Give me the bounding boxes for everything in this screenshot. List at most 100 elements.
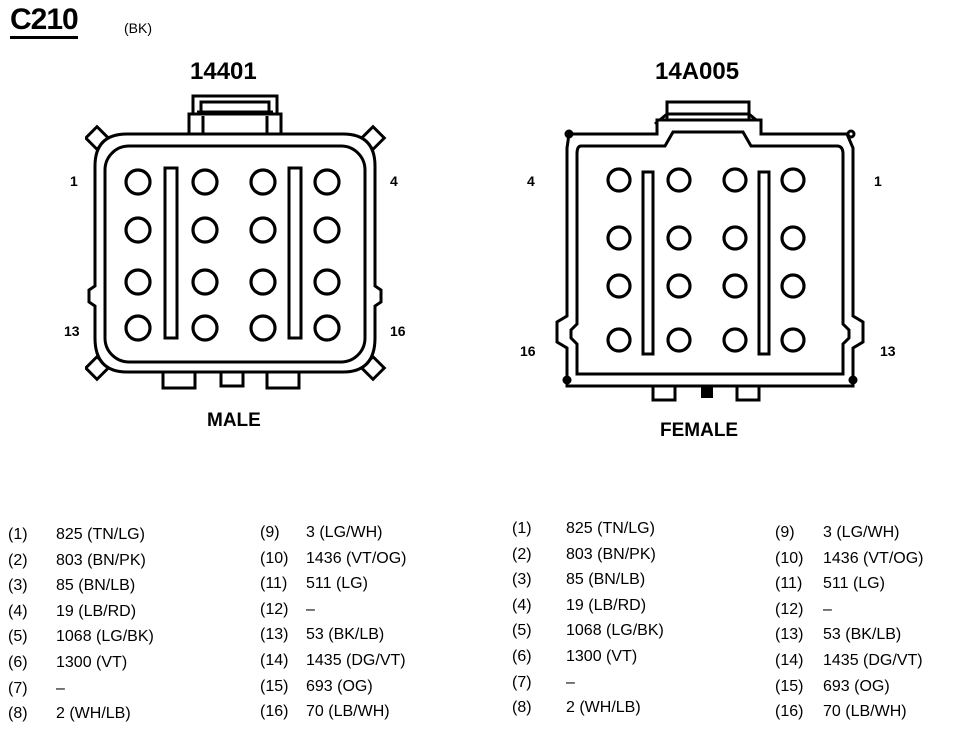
pin-row: (13) 53 (BK/LB) — [775, 622, 923, 648]
pin-number: (14) — [260, 651, 289, 669]
pin-row: (2)803 (BN/PK) — [8, 548, 154, 574]
pin-row: (1) 825 (TN/LG) — [512, 516, 664, 542]
pin-number: (7) — [8, 679, 28, 697]
pin-number: (12) — [260, 600, 289, 618]
pin-number: (6) — [512, 647, 532, 665]
pin-row: (7) – — [8, 676, 154, 702]
circuit-label: 803 (BN/PK) — [56, 551, 146, 569]
pin-number: (15) — [775, 677, 804, 695]
pin-row: (6) 1300 (VT) — [8, 650, 154, 676]
pin-number: (11) — [775, 575, 803, 593]
circuit-label: 1300 (VT) — [56, 653, 128, 671]
pin-number: (16) — [260, 703, 289, 721]
circuit-label: 825 (TN/LG) — [56, 526, 145, 543]
pin-number: (3) — [512, 571, 532, 589]
circuit-label: 2 (WH/LB) — [56, 705, 131, 723]
pin-row: (16) 70 (LB/WH) — [260, 699, 406, 725]
circuit-label: 1436 (VT/OG) — [306, 549, 407, 567]
pin-row: (8) 2 (WH/LB) — [512, 695, 664, 721]
pin-row: (6) 1300 (VT) — [512, 644, 664, 670]
pin-row: (11) 511 (LG) — [260, 571, 406, 597]
pin-row: (11)511 (LG) — [775, 571, 923, 597]
pin-row: (9)3 (LG/WH) — [260, 520, 406, 546]
pin-number: (5) — [8, 628, 28, 646]
pin-number: (10) — [260, 549, 289, 567]
pin-number: (8) — [8, 705, 28, 723]
pin-number: (8) — [512, 699, 532, 717]
pin-row: (4)19 (LB/RD) — [512, 593, 664, 619]
pin-row: (7) – — [512, 670, 664, 696]
pin-number: (13) — [775, 626, 804, 644]
female-part-number: 14A005 — [655, 58, 740, 85]
female-corner-label-top-left: 4 — [527, 173, 535, 189]
circuit-label: 70 (LB/WH) — [823, 703, 907, 721]
pin-number: (1) — [8, 526, 28, 543]
female-pin-list-right: (9) 3 (LG/WH) (10) 1436 (VT/OG) (11)511 (L… — [775, 520, 923, 725]
pin-number: (4) — [8, 602, 28, 620]
circuit-label: 85 (BN/LB) — [566, 571, 646, 589]
circuit-label: 693 (OG) — [823, 677, 890, 695]
circuit-label: 2 (WH/LB) — [566, 699, 641, 717]
pin-number: (9) — [260, 524, 280, 541]
pin-row: (16) 70 (LB/WH) — [775, 699, 923, 725]
pin-number: (6) — [8, 653, 28, 671]
circuit-label: 3 (LG/WH) — [823, 524, 900, 541]
pin-row: (4) 19 (LB/RD) — [8, 599, 154, 625]
circuit-label: 53 (BK/LB) — [823, 626, 902, 644]
pin-number: (9) — [775, 524, 795, 541]
pin-number: (15) — [260, 677, 289, 695]
circuit-label: 19 (LB/RD) — [56, 602, 137, 620]
circuit-label: – — [823, 600, 832, 618]
circuit-label: 53 (BK/LB) — [306, 626, 385, 644]
pin-number: (10) — [775, 549, 804, 567]
male-pin-list-left: (1)825 (TN/LG) (2)803 (BN/PK) (3)85 (BN/… — [8, 522, 154, 727]
male-corner-label-top-right: 4 — [390, 173, 398, 189]
pin-row: (14) 1435 (DG/VT) — [775, 648, 923, 674]
pin-row: (10) 1436 (VT/OG) — [260, 546, 406, 572]
pin-row: (1) 825 (TN/LG) — [8, 522, 154, 548]
connector-color-code: (BK) — [124, 20, 152, 36]
circuit-label: 693 (OG) — [306, 677, 373, 695]
pin-number: (2) — [512, 545, 532, 563]
pin-row: (15) 693 (OG) — [775, 674, 923, 700]
pin-row: (5) 1068 (LG/BK) — [512, 618, 664, 644]
pin-row: (15) 693 (OG) — [260, 674, 406, 700]
female-label: FEMALE — [660, 420, 739, 441]
circuit-label: 85 (BN/LB) — [56, 577, 136, 595]
circuit-label: – — [306, 600, 315, 618]
circuit-label: 1435 (DG/VT) — [823, 651, 923, 669]
circuit-label: 1436 (VT/OG) — [823, 549, 924, 567]
pin-row: (9) 3 (LG/WH) — [775, 520, 923, 546]
pin-row: (10) 1436 (VT/OG) — [775, 546, 923, 572]
circuit-label: – — [56, 679, 65, 697]
circuit-label: 1300 (VT) — [566, 647, 638, 665]
pin-row: (12)– — [260, 597, 406, 623]
circuit-label: 825 (TN/LG) — [566, 520, 655, 537]
circuit-label: – — [566, 673, 575, 691]
female-connector-face — [555, 100, 865, 402]
pin-number: (12) — [775, 600, 804, 618]
pin-row: (3) 85 (BN/LB) — [512, 567, 664, 593]
circuit-label: 70 (LB/WH) — [306, 703, 390, 721]
pin-number: (7) — [512, 673, 532, 691]
male-label: MALE — [207, 410, 261, 431]
circuit-label: 511 (LG) — [306, 575, 368, 593]
circuit-label: 1068 (LG/BK) — [566, 622, 664, 640]
pin-row: (5)1068 (LG/BK) — [8, 624, 154, 650]
circuit-label: 1435 (DG/VT) — [306, 651, 406, 669]
pin-row: (12) – — [775, 597, 923, 623]
male-connector-face — [85, 94, 387, 390]
pin-number: (16) — [775, 703, 804, 721]
pin-number: (1) — [512, 520, 532, 537]
male-corner-label-bottom-right: 16 — [390, 323, 406, 339]
male-pin-list-right: (9)3 (LG/WH) (10) 1436 (VT/OG) (11) 511 (L… — [260, 520, 406, 725]
female-pin-list-left: (1)825 (TN/LG) (2)803 (BN/PK) (3)85 (BN/… — [512, 516, 664, 721]
pin-row: (8) 2 (WH/LB) — [8, 701, 154, 727]
pin-number: (4) — [512, 596, 532, 614]
male-part-number: 14401 — [190, 58, 257, 85]
female-corner-label-top-right: 1 — [874, 173, 882, 189]
pin-number: (14) — [775, 651, 804, 669]
pin-number: (11) — [260, 575, 288, 593]
male-corner-label-top-left: 1 — [70, 173, 78, 189]
pin-number: (5) — [512, 622, 532, 640]
